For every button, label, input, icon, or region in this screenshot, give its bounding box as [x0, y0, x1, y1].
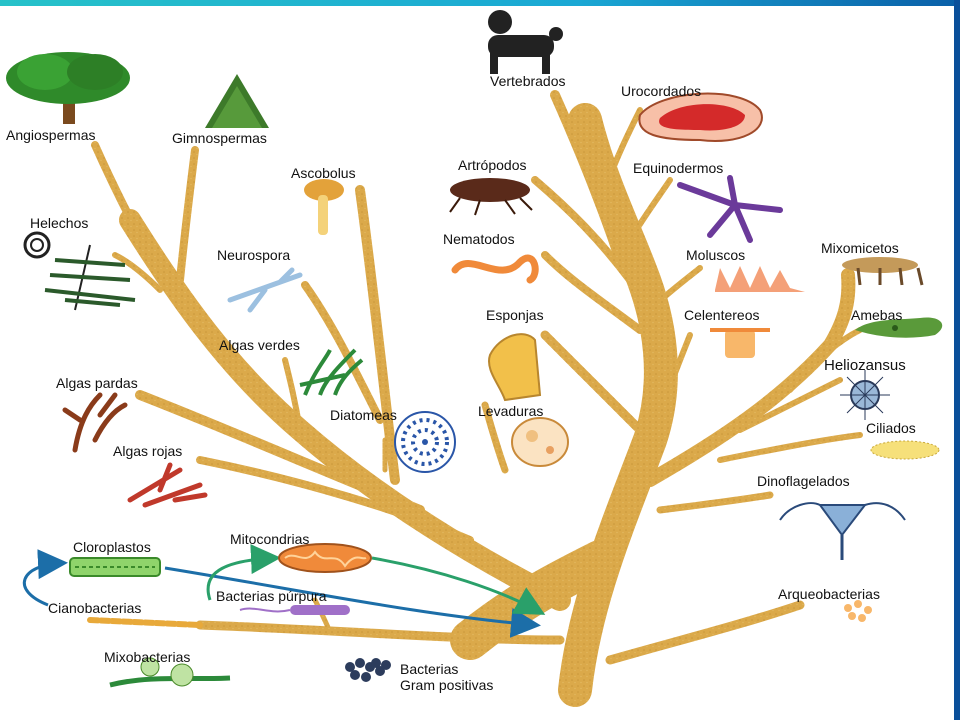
branch-gram [312, 597, 333, 635]
label-bacterias-gram-line1: Bacterias [400, 661, 458, 677]
label-diatomeas: Diatomeas [330, 407, 397, 423]
nematode-icon [451, 254, 539, 284]
branch-right-main [643, 268, 856, 487]
dinoflagellate-icon [779, 502, 906, 560]
label-arqueobacterias: Arqueobacterias [778, 586, 880, 602]
arrow-cianobacterias-to-cloroplastos [22, 549, 68, 607]
branch-algas-rojas [196, 456, 474, 544]
sponge-icon [488, 333, 542, 402]
branch-heliozansus [737, 377, 843, 433]
neurospora-hyphae-icon [227, 267, 303, 313]
red-algae-icon [127, 462, 208, 508]
yeast-icon [511, 417, 569, 467]
gymnosperm-conifer-icon [205, 74, 269, 128]
branch-artropodos [531, 176, 634, 284]
endosymbiosis-arrows [22, 544, 546, 638]
branch-algas-verdes [282, 357, 303, 433]
echinoderm-starfish-icon [677, 175, 783, 243]
label-bacterias-purpura: Bacterias púrpura [216, 588, 327, 604]
cyanobacteria-icon [87, 617, 203, 628]
label-equinodermos: Equinodermos [633, 160, 723, 176]
branch-helechos [112, 252, 163, 293]
label-heliozansus: Heliozansus [824, 357, 906, 374]
green-algae-icon [299, 348, 364, 396]
urochordate-icon [638, 92, 763, 142]
archaebacteria-icon [844, 600, 872, 622]
gram-positive-bacteria-icon [345, 658, 391, 682]
fern-icon [23, 231, 136, 311]
branch-vertebrados [550, 90, 625, 265]
label-bacterias-gram-line2: Gram positivas [400, 677, 493, 693]
ciliate-icon [870, 440, 940, 460]
label-ciliados: Ciliados [866, 420, 916, 436]
label-algas-rojas: Algas rojas [113, 443, 182, 459]
label-vertebrados: Vertebrados [490, 73, 566, 89]
arthropod-flea-icon [449, 178, 533, 216]
amoeba-icon [855, 317, 943, 338]
arrow-cloroplastos-to-tree [164, 566, 541, 638]
branch-arqueobacterias [605, 600, 805, 665]
label-dinoflagelados: Dinoflagelados [757, 473, 850, 489]
label-cianobacterias: Cianobacterias [48, 600, 141, 616]
vertebrate-dog-icon [488, 10, 563, 74]
label-artropodos: Artrópodos [458, 157, 526, 173]
mollusc-icon [715, 266, 805, 292]
ascobolus-mushroom-icon [304, 179, 344, 235]
mitochondrion-icon [278, 543, 372, 573]
label-esponjas: Esponjas [486, 307, 544, 323]
label-moluscos: Moluscos [686, 247, 745, 263]
diatom-icon [394, 411, 456, 473]
label-urocordados: Urocordados [621, 83, 701, 99]
label-mixomicetos: Mixomicetos [821, 240, 899, 256]
branch-amebas [787, 327, 863, 393]
branch-angiospermas [91, 141, 179, 304]
branch-equinodermos [627, 177, 673, 243]
heliozoan-icon [840, 370, 890, 420]
branch-nematodos [541, 251, 644, 334]
label-mixobacterias: Mixobacterias [104, 649, 190, 665]
label-algas-verdes: Algas verdes [219, 337, 300, 353]
chloroplast-icon [69, 557, 161, 577]
myxobacteria-icon [109, 657, 231, 688]
label-levaduras: Levaduras [478, 403, 543, 419]
branch-levaduras [481, 401, 509, 474]
label-ascobolus: Ascobolus [291, 165, 356, 181]
brown-algae-icon [62, 392, 128, 453]
myxomycete-icon [842, 257, 924, 286]
label-mitocondrias: Mitocondrias [230, 531, 309, 547]
purple-bacteria-icon [239, 605, 350, 615]
label-amebas: Amebas [851, 307, 902, 323]
arrow-mitocondrias-to-tree [371, 556, 546, 615]
arrow-purpura-to-mitocondrias [206, 544, 281, 601]
angiosperm-tree-icon [6, 52, 130, 124]
label-celentereos: Celentereos [684, 307, 760, 323]
label-angiospermas: Angiospermas [6, 127, 96, 143]
branch-celentereos [662, 332, 693, 403]
branch-esponjas [540, 330, 655, 445]
label-algas-pardas: Algas pardas [56, 375, 138, 391]
branch-gimnospermas [176, 146, 199, 284]
label-nematodos: Nematodos [443, 231, 515, 247]
organism-illustrations [6, 10, 943, 688]
top-accent-bar [0, 0, 960, 6]
branch-mixobacterias [195, 620, 565, 645]
label-helechos: Helechos [30, 215, 88, 231]
branch-ciliados [717, 432, 863, 463]
branch-neurospora [301, 281, 384, 424]
branch-ascobolus [355, 185, 400, 485]
branch-algas-pardas [135, 390, 425, 515]
branch-moluscos [647, 265, 703, 313]
coelenterate-icon [710, 328, 770, 358]
branch-dinoflagelados [656, 491, 774, 514]
label-gimnospermas: Gimnospermas [172, 130, 267, 146]
label-cloroplastos: Cloroplastos [73, 539, 151, 555]
organism-labels: Angiospermas Gimnospermas Helechos Ascob… [6, 73, 916, 693]
label-neurospora: Neurospora [217, 247, 290, 263]
branch-urocordados [602, 107, 643, 193]
right-accent-bar [954, 0, 960, 720]
